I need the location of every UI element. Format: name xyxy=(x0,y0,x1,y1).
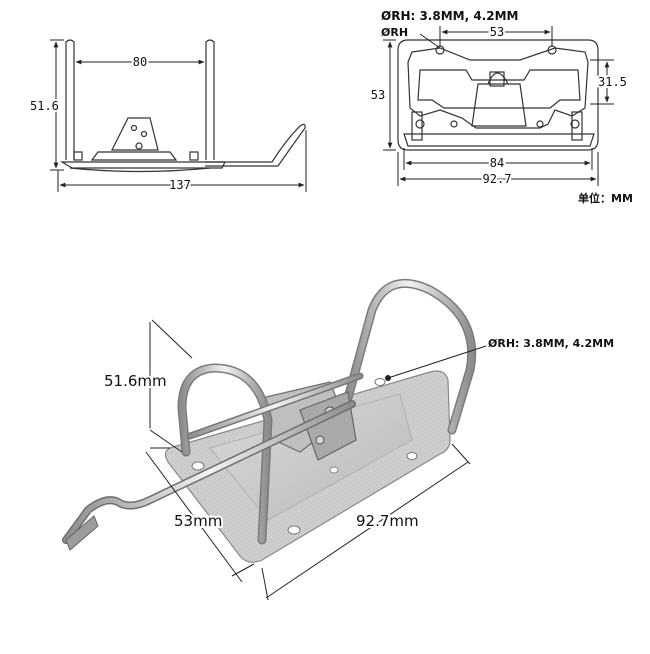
top-hole-leader xyxy=(419,33,441,49)
top-dim-53-spacing-label: 53 xyxy=(490,25,504,39)
side-dim-137-label: 137 xyxy=(169,178,191,192)
side-view-drawing xyxy=(59,39,306,173)
photo-dim-height: 51.6mm xyxy=(102,319,193,453)
top-dim-84: 84 xyxy=(403,148,593,172)
photo-depth-label: 53mm xyxy=(174,512,222,530)
unit-label: 单位：MM xyxy=(578,191,633,205)
side-dim-height-label: 51.6 xyxy=(30,99,59,113)
top-dim-53-height-label: 53 xyxy=(371,88,385,102)
side-dim-137: 137 xyxy=(57,130,307,194)
photo-height-label: 51.6mm xyxy=(104,372,167,390)
top-dim-31-5-label: 31.5 xyxy=(598,75,627,89)
top-hole-label: ØRH: 3.8MM, 4.2MM xyxy=(381,9,518,23)
top-dim-53-spacing: 53 xyxy=(439,23,553,46)
top-hole-short: ØRH xyxy=(381,26,408,39)
top-dim-92-7-label: 92.7 xyxy=(483,172,512,186)
top-dim-31-5: 31.5 xyxy=(590,59,629,105)
top-view-drawing xyxy=(397,39,599,151)
top-dim-53-height: 53 xyxy=(369,39,396,151)
top-dim-84-label: 84 xyxy=(490,156,504,170)
photo-dim-depth: 53mm xyxy=(145,447,255,583)
photo-hole-label: ØRH: 3.8MM, 4.2MM xyxy=(488,337,614,350)
side-dim-80: 80 xyxy=(75,53,205,71)
top-dim-92-7: 92.7 xyxy=(397,152,599,188)
photo-hole-callout: ØRH: 3.8MM, 4.2MM xyxy=(385,337,614,381)
side-dim-80-label: 80 xyxy=(133,55,147,69)
photo-dim-width: 92.7mm xyxy=(261,443,471,601)
photo-width-label: 92.7mm xyxy=(356,512,419,530)
side-dim-height: 51.6 xyxy=(28,39,64,171)
lever-arch-mechanism-photo xyxy=(62,278,477,563)
